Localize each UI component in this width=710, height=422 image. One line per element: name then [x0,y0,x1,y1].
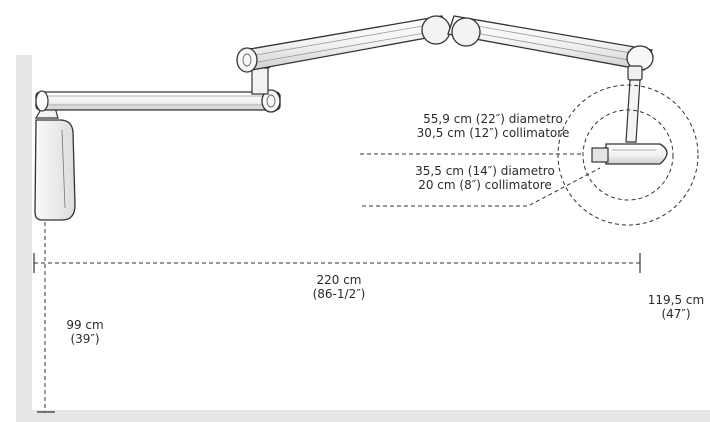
drop-arm [625,65,643,143]
large-collimator-text: 30,5 cm (12″) collimatore [416,126,570,140]
upper-arm-left [236,15,451,73]
reach-dimension-line [33,253,641,273]
leader-line-small [362,167,601,207]
right-dimension-label: 119,5 cm (47″) [642,293,710,321]
tube-head [591,143,668,165]
reach-metric-text: 220 cm [316,273,362,287]
large-field-label: 55,9 cm (22″) diametro 30,5 cm (12″) col… [408,112,578,140]
reach-circle-small [582,109,674,201]
right-metric-text: 119,5 cm [647,293,705,307]
small-field-label: 35,5 cm (14″) diametro 20 cm (8″) collim… [400,164,570,192]
height-dimension-line [37,222,55,413]
reach-circle-large [557,84,699,226]
height-metric-text: 99 cm [66,318,104,332]
large-diameter-text: 55,9 cm (22″) diametro [423,112,563,126]
mount-height-label: 99 cm (39″) [50,318,120,346]
small-collimator-text: 20 cm (8″) collimatore [418,178,552,192]
height-imperial-text: (39″) [70,332,100,346]
upper-arm-right [447,15,654,71]
wall [16,55,32,410]
right-imperial-text: (47″) [661,307,691,321]
control-box [34,103,76,221]
floor [16,410,710,422]
small-diameter-text: 35,5 cm (14″) diametro [415,164,555,178]
reach-imperial-text: (86-1/2″) [312,287,366,301]
horizontal-arm [35,89,281,113]
reach-dimension-label: 220 cm (86-1/2″) [284,273,394,301]
